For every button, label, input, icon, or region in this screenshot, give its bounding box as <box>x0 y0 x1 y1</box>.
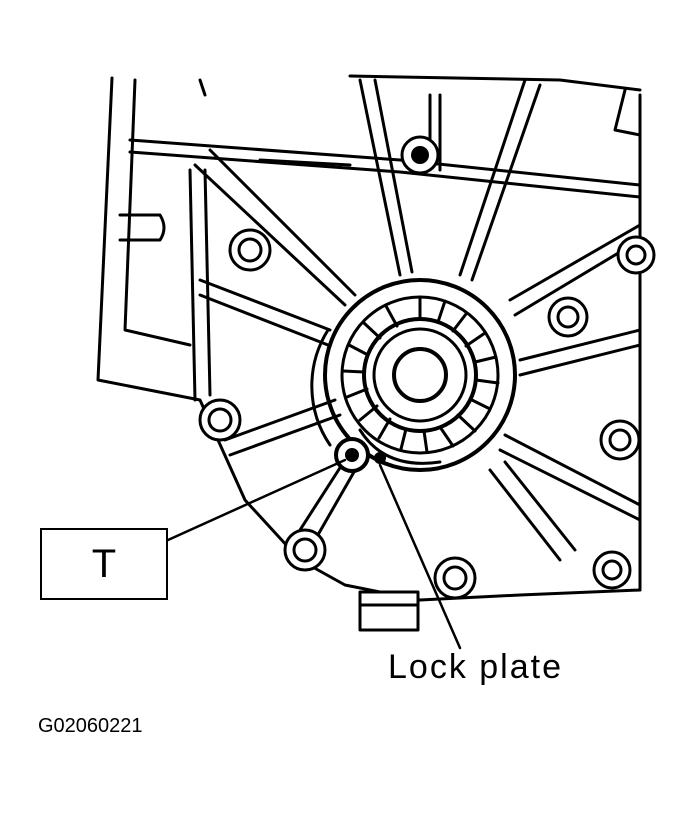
bolt-bottom <box>433 556 477 600</box>
spline-teeth <box>341 295 500 454</box>
figure-code: G02060221 <box>38 715 143 737</box>
lock-plate-leader-line <box>378 463 462 650</box>
lock-plate-bolt <box>334 437 370 473</box>
case-bolts <box>198 135 656 600</box>
bolt-upper-left <box>228 228 272 272</box>
top-rib <box>118 138 642 242</box>
drain-plug <box>358 590 420 632</box>
bolt-top <box>400 135 440 175</box>
torque-leader-line <box>166 458 347 542</box>
torque-callout-text: T <box>91 541 117 586</box>
torque-callout-box: T <box>40 528 168 600</box>
bolt-lower-left <box>283 528 327 572</box>
bolt-right-3 <box>599 419 641 461</box>
bolt-right-1 <box>616 235 656 275</box>
radial-ribs <box>193 78 642 562</box>
lock-plate-label: Lock plate <box>388 648 563 686</box>
bolt-right-2 <box>547 296 589 338</box>
bolt-left <box>198 398 242 442</box>
lock-plate-tab <box>374 452 386 464</box>
bolt-lower-right <box>592 550 632 590</box>
output-hub <box>310 278 517 472</box>
inner-frame <box>188 158 352 402</box>
